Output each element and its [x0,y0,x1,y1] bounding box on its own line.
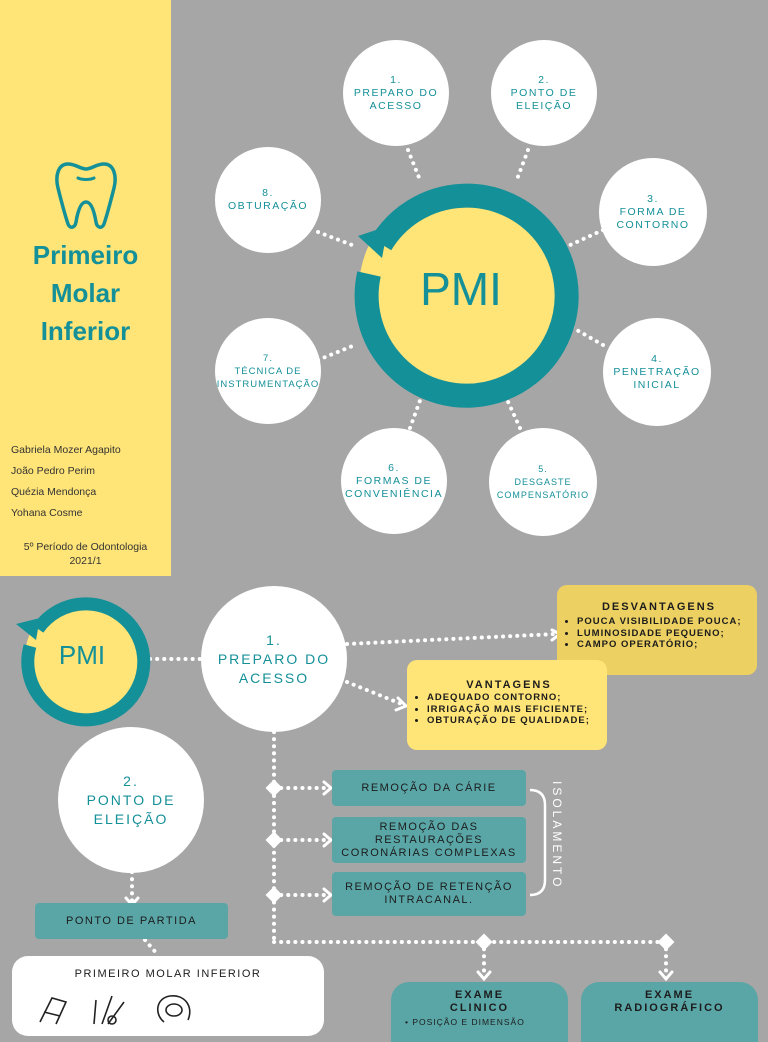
sidebar-panel [0,0,171,576]
step-label: 8. OBTURAÇÃO [227,187,308,212]
author-name: Quézia Mendonça [11,486,97,498]
preparo-node: 1. PREPARO DO ACESSO [201,586,347,732]
preparo-label: 1. PREPARO DO ACESSO [217,631,331,686]
step-node-obturacao: 8. OBTURAÇÃO [215,147,321,253]
step-node-instrumentacao: 7. TÉCNICA DE INSTRUMENTAÇÃO [215,318,321,424]
ponto-label: 2. PONTO DE ELEIÇÃO [86,772,176,827]
step-label: 2. PONTO DE ELEIÇÃO [510,73,578,112]
remocao-carie-step: REMOÇÃO DA CÁRIE [332,770,526,806]
step-node-penetracao: 4. PENETRAÇÃO INICIAL [603,318,711,426]
remocao-restauracoes-step: REMOÇÃO DAS RESTAURAÇÕES CORONÁRIAS COMP… [332,817,526,863]
step-label: 4. PENETRAÇÃO INICIAL [613,352,701,391]
list-item: CAMPO OPERATÓRIO; [577,639,757,651]
author-list: Gabriela Mozer Agapito João Pedro Perim … [11,440,121,524]
title-line: Inferior [40,316,131,346]
period-info: 5º Período de Odontologia 2021/1 [0,540,171,568]
molar-card-title: PRIMEIRO MOLAR INFERIOR [74,968,262,980]
pmi-center-label: PMI [420,263,502,315]
title-line: Primeiro [32,240,139,270]
step-label: 3. FORMA DE CONTORNO [616,192,690,231]
exame-clinico-item: • POSIÇÃO E DIMENSÃO [405,1017,525,1027]
list-item: IRRIGAÇÃO MAIS EFICIENTE; [427,704,607,716]
remocao-retencao-step: REMOÇÃO DE RETENÇÃO INTRACANAL. [332,872,526,916]
list-item: OBTURAÇÃO DE QUALIDADE; [427,715,607,727]
exame-clinico-title: EXAME CLINICO [449,989,510,1014]
author-name: Yohana Cosme [11,507,83,519]
desvantagens-box: DESVANTAGENS POUCA VISIBILIDADE POUCA; L… [557,585,757,675]
exame-radiografico-title: EXAME RADIOGRÁFICO [614,989,725,1014]
page-title: Primeiro Molar Inferior [0,236,171,350]
step-label: 1. PREPARO DO ACESSO [353,73,439,112]
period-year: 2021/1 [69,555,102,567]
step-node-preparo: 1. PREPARO DO ACESSO [343,40,449,146]
vantagens-list: ADEQUADO CONTORNO; IRRIGAÇÃO MAIS EFICIE… [411,692,607,727]
title-line: Molar [50,278,121,308]
list-item: POUCA VISIBILIDADE POUCA; [577,616,757,628]
step-label: 6. FORMAS DE CONVENIÊNCIA [345,461,443,500]
tooth-icon [55,162,117,229]
vantagens-box: VANTAGENS ADEQUADO CONTORNO; IRRIGAÇÃO M… [407,660,607,750]
step-label: 7. TÉCNICA DE INSTRUMENTAÇÃO [216,352,320,390]
step-label: 5. DESGASTE COMPENSATÓRIO [496,463,590,500]
pmi-center-circle [354,183,579,408]
pmi-small-circle [16,597,151,727]
exame-clinico-box: EXAME CLINICO • POSIÇÃO E DIMENSÃO [391,982,568,1042]
molar-card: PRIMEIRO MOLAR INFERIOR [12,956,324,1036]
pmi-small-label: PMI [58,640,106,670]
isolamento-label: ISOLAMENTO [550,781,564,890]
author-name: Gabriela Mozer Agapito [11,444,121,456]
step-node-desgaste: 5. DESGASTE COMPENSATÓRIO [489,428,597,536]
instruments-icon [39,995,191,1025]
ponto-node: 2. PONTO DE ELEIÇÃO [58,727,204,873]
step-node-ponto: 2. PONTO DE ELEIÇÃO [491,40,597,146]
step-node-conveniencia: 6. FORMAS DE CONVENIÊNCIA [341,428,447,534]
exame-radiografico-box: EXAME RADIOGRÁFICO [581,982,758,1042]
step-node-contorno: 3. FORMA DE CONTORNO [599,158,707,266]
desvantagens-list: POUCA VISIBILIDADE POUCA; LUMINOSIDADE P… [561,616,757,651]
step-text: REMOÇÃO DA CÁRIE [361,781,497,794]
list-item: ADEQUADO CONTORNO; [427,692,607,704]
period-line: 5º Período de Odontologia [23,541,148,553]
vantagens-title: VANTAGENS [466,679,552,691]
list-item: POSIÇÃO E DIMENSÃO [412,1017,525,1027]
step-text: REMOÇÃO DE RETENÇÃO INTRACANAL. [345,881,513,906]
desvantagens-title: DESVANTAGENS [601,601,717,613]
ponto-de-partida-text: PONTO DE PARTIDA [66,914,197,927]
author-name: João Pedro Perim [11,465,96,477]
ponto-de-partida-label: PONTO DE PARTIDA [35,903,228,939]
step-text: REMOÇÃO DAS RESTAURAÇÕES CORONÁRIAS COMP… [341,820,517,859]
list-item: LUMINOSIDADE PEQUENO; [577,628,757,640]
